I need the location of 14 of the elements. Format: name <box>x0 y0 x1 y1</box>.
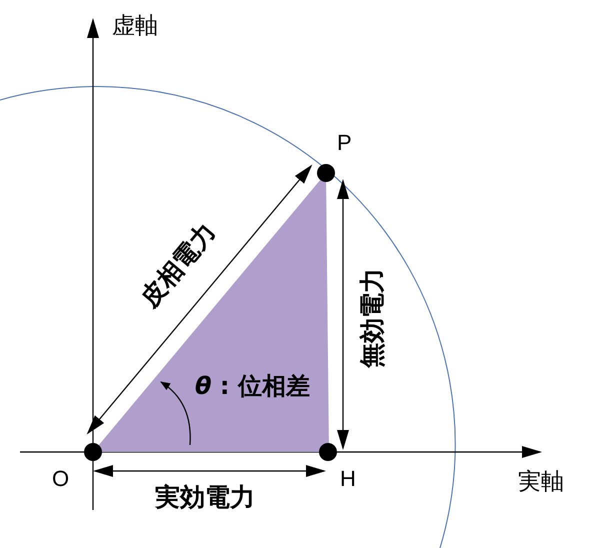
point-label: O <box>52 466 70 492</box>
point-dot <box>317 164 335 182</box>
point-dot <box>319 443 337 461</box>
axis-label: 実軸 <box>518 468 564 497</box>
double-arrow <box>93 465 326 477</box>
edge-label: 実効電力 <box>155 483 255 511</box>
axis-label: 虚軸 <box>112 12 158 41</box>
double-arrow <box>86 164 312 435</box>
edge-label: 無効電力 <box>358 268 386 368</box>
angle-label: θ : 位相差 <box>195 371 310 402</box>
point-label: H <box>340 466 356 492</box>
point-label: P <box>337 130 352 156</box>
double-arrow <box>337 179 349 450</box>
point-dot <box>84 443 102 461</box>
